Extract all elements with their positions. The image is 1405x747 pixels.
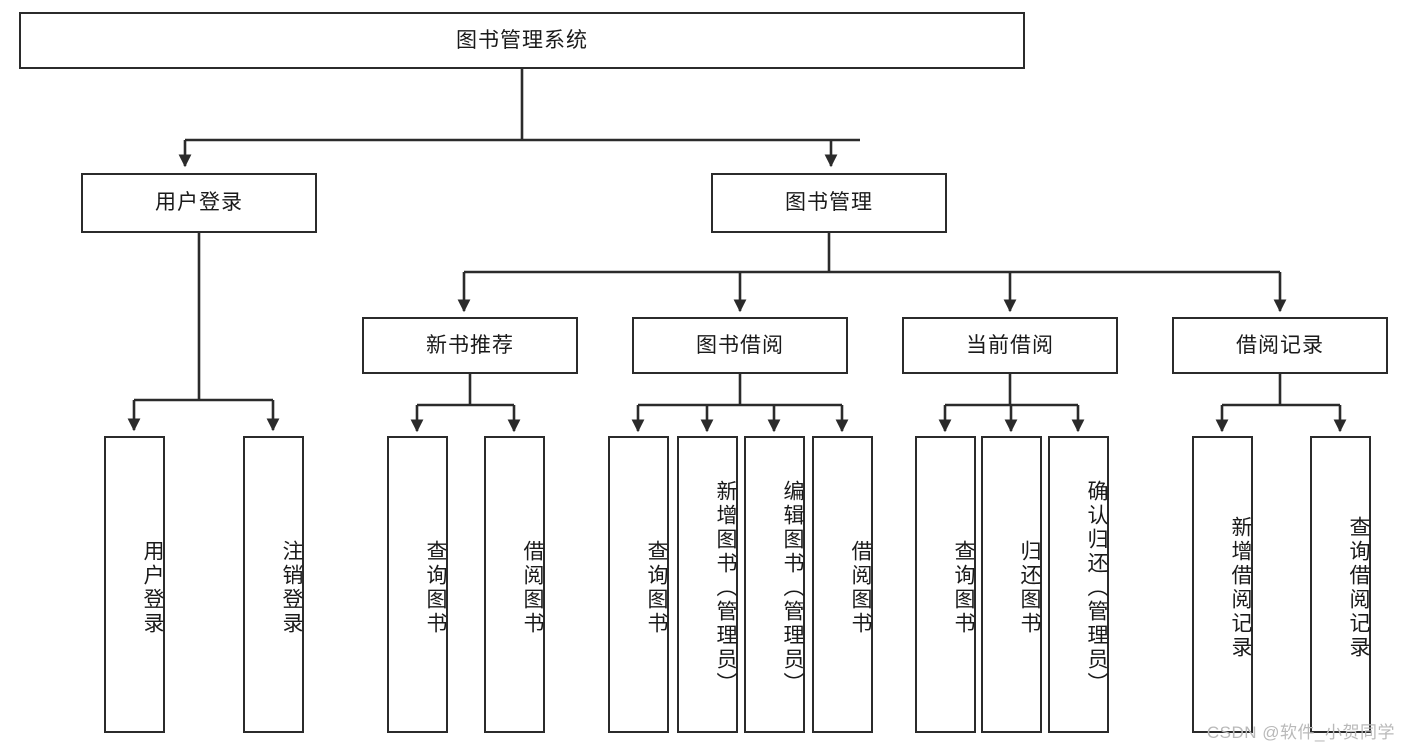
- node-label: 图书借阅: [696, 333, 784, 357]
- leaf-record-add-record[interactable]: 新增借阅记录: [1192, 436, 1253, 733]
- node-label: 注销登录: [280, 539, 303, 636]
- leaf-recommend-query-book[interactable]: 查询图书: [387, 436, 448, 733]
- node-label: 用户登录: [155, 191, 243, 215]
- leaf-current-confirm-return[interactable]: 确认归还（管理员）: [1048, 436, 1109, 733]
- leaf-current-query-book[interactable]: 查询图书: [915, 436, 976, 733]
- node-label: 用户登录: [141, 539, 164, 636]
- leaf-record-query-record[interactable]: 查询借阅记录: [1310, 436, 1371, 733]
- leaf-recommend-borrow-book[interactable]: 借阅图书: [484, 436, 545, 733]
- node-label: 归还图书: [1018, 539, 1041, 636]
- node-label: 确认归还（管理员）: [1085, 479, 1108, 696]
- leaf-borrow-edit-book[interactable]: 编辑图书（管理员）: [744, 436, 805, 733]
- node-label: 查询图书: [424, 539, 447, 636]
- node-current-borrow[interactable]: 当前借阅: [902, 317, 1118, 374]
- node-label: 查询借阅记录: [1347, 515, 1370, 660]
- leaf-borrow-borrow-book[interactable]: 借阅图书: [812, 436, 873, 733]
- node-root-system[interactable]: 图书管理系统: [19, 12, 1025, 69]
- node-label: 新增图书（管理员）: [714, 479, 737, 696]
- node-new-book-recommend[interactable]: 新书推荐: [362, 317, 578, 374]
- node-book-borrow[interactable]: 图书借阅: [632, 317, 848, 374]
- node-label: 图书管理系统: [456, 28, 588, 52]
- leaf-user-login-login[interactable]: 用户登录: [104, 436, 165, 733]
- node-label: 查询图书: [645, 539, 668, 636]
- leaf-borrow-query-book[interactable]: 查询图书: [608, 436, 669, 733]
- leaf-user-login-logout[interactable]: 注销登录: [243, 436, 304, 733]
- node-book-management[interactable]: 图书管理: [711, 173, 947, 233]
- node-label: 新书推荐: [426, 333, 514, 357]
- leaf-borrow-add-book[interactable]: 新增图书（管理员）: [677, 436, 738, 733]
- leaf-current-return-book[interactable]: 归还图书: [981, 436, 1042, 733]
- node-label: 借阅图书: [521, 539, 544, 636]
- node-label: 查询图书: [952, 539, 975, 636]
- node-user-login[interactable]: 用户登录: [81, 173, 317, 233]
- node-label: 图书管理: [785, 191, 873, 215]
- node-label: 当前借阅: [966, 333, 1054, 357]
- node-label: 新增借阅记录: [1229, 515, 1252, 660]
- node-label: 编辑图书（管理员）: [781, 479, 804, 696]
- node-label: 借阅记录: [1236, 333, 1324, 357]
- watermark-text: CSDN @软件_小贺同学: [1206, 723, 1395, 742]
- node-borrow-record[interactable]: 借阅记录: [1172, 317, 1388, 374]
- node-label: 借阅图书: [849, 539, 872, 636]
